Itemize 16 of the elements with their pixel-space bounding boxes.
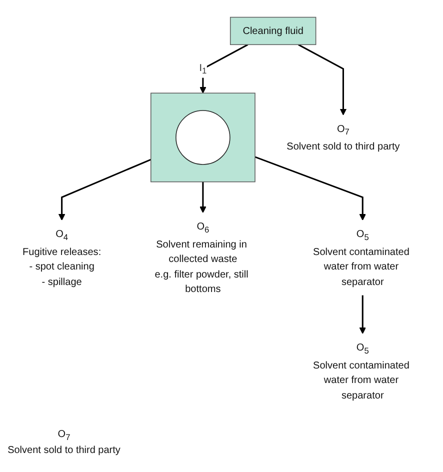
arrow <box>200 44 248 94</box>
node-box: Cleaning fluid <box>230 16 316 46</box>
node-text: O$_{5}$ Solvent contaminated water from water separator <box>313 228 410 288</box>
arrow <box>298 44 347 116</box>
node-circle <box>176 110 230 165</box>
output-code: O$_{7}$ <box>58 428 70 444</box>
edge-label: I$_{1}$ <box>199 62 207 76</box>
node-text: O$_{5}$ Solvent contaminated water from water separator <box>313 341 410 401</box>
arrow <box>359 295 366 334</box>
node-text: O$_{6}$ Solvent remaining in collected waste e.g. filter powder, still bottoms <box>154 220 248 295</box>
arrow <box>58 158 152 220</box>
arrow <box>254 156 366 220</box>
node-text: O$_{7}$ Solvent sold to third party <box>286 122 400 152</box>
node-text: O$_{4}$ Fugitive releases: - spot cleaning - spillage <box>22 228 102 288</box>
output-description: Solvent sold to third party <box>8 444 120 457</box>
arrow <box>200 182 206 213</box>
